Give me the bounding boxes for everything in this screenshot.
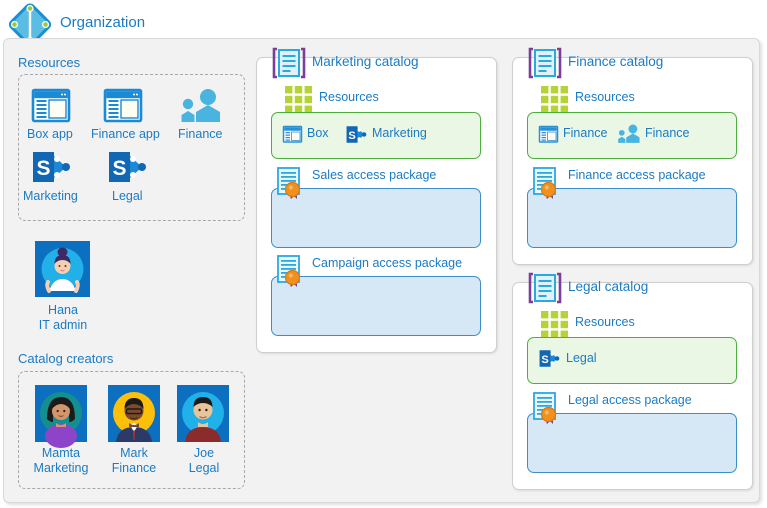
- svg-text:S: S: [541, 354, 548, 366]
- catalog-resource-label[interactable]: Legal: [566, 351, 597, 365]
- creator-name: Mark: [120, 446, 148, 460]
- catalog-resource-label[interactable]: Finance: [645, 126, 690, 140]
- access-package-icon: [531, 167, 561, 208]
- access-package-title: Sales access package: [312, 168, 437, 182]
- access-package-body[interactable]: [527, 413, 737, 473]
- green-grid-icon: [541, 311, 568, 343]
- access-package-title: Legal access package: [568, 393, 692, 407]
- access-package-icon: [531, 392, 561, 433]
- app-window-icon: [538, 125, 559, 148]
- admin-name: Hana: [48, 303, 78, 317]
- catalog-resources-label: Resources: [575, 315, 635, 329]
- resource-legal-sharepoint[interactable]: S: [108, 150, 148, 189]
- catalog-resources-area: [527, 337, 737, 384]
- group-people-icon: [617, 124, 641, 149]
- access-package-icon: [275, 167, 305, 208]
- avatar-mamta[interactable]: [35, 385, 87, 448]
- resource-label: Finance app: [91, 127, 160, 141]
- creator-team: Marketing: [33, 461, 89, 475]
- avatar-joe[interactable]: [177, 385, 229, 442]
- catalog-icon: [528, 46, 562, 85]
- access-package-title: Finance access package: [568, 168, 706, 182]
- avatar-mark[interactable]: [108, 385, 160, 442]
- access-package-title: Campaign access package: [312, 256, 463, 270]
- catalog-creators-group: [18, 371, 245, 489]
- svg-text:S: S: [36, 157, 50, 180]
- green-grid-icon: [285, 86, 312, 118]
- catalog-resource-label[interactable]: Finance: [563, 126, 608, 140]
- page-title: Organization: [60, 14, 146, 31]
- resource-finance-group[interactable]: [180, 88, 222, 129]
- sharepoint-icon: S: [346, 125, 368, 149]
- catalog-resources-label: Resources: [575, 90, 635, 104]
- sharepoint-icon: S: [108, 152, 148, 188]
- creator-name: Mamta: [41, 446, 81, 460]
- svg-text:S: S: [112, 157, 126, 180]
- avatar-hana[interactable]: [35, 241, 90, 297]
- svg-text:S: S: [348, 130, 355, 142]
- app-window-icon: [31, 88, 71, 128]
- resource-finance-app[interactable]: [103, 88, 143, 129]
- catalog-title: Marketing catalog: [312, 54, 419, 69]
- catalog-resource-label[interactable]: Box: [307, 126, 329, 140]
- resource-marketing-sharepoint[interactable]: S: [32, 150, 72, 189]
- resource-label: Marketing: [23, 189, 78, 203]
- app-window-icon: [282, 125, 303, 148]
- creator-name: Joe: [193, 446, 215, 460]
- resource-label: Legal: [112, 189, 143, 203]
- catalog-icon: [528, 271, 562, 310]
- catalog-icon: [272, 46, 306, 85]
- app-window-icon: [103, 88, 143, 128]
- azure-active-directory-icon: [6, 2, 54, 47]
- sharepoint-icon: S: [539, 349, 561, 373]
- resource-label: Box app: [27, 127, 73, 141]
- creator-team: Legal: [188, 461, 220, 475]
- group-people-icon: [180, 89, 222, 128]
- resource-label: Finance: [178, 127, 223, 141]
- green-grid-icon: [541, 86, 568, 118]
- catalog-title: Finance catalog: [568, 54, 664, 69]
- sharepoint-icon: S: [32, 152, 72, 188]
- catalog-creators-heading: Catalog creators: [18, 351, 114, 366]
- access-package-body[interactable]: [527, 188, 737, 248]
- access-package-icon: [275, 255, 305, 296]
- catalog-resource-label[interactable]: Marketing: [372, 126, 427, 140]
- creator-team: Finance: [111, 461, 157, 475]
- resource-box-app[interactable]: [31, 88, 71, 129]
- admin-role: IT admin: [38, 318, 88, 332]
- access-package-body[interactable]: [271, 188, 481, 248]
- org-resources-heading: Resources: [18, 55, 81, 70]
- catalog-resources-area: [271, 112, 481, 159]
- access-package-body[interactable]: [271, 276, 481, 336]
- catalog-title: Legal catalog: [568, 279, 649, 294]
- org-resources-group: [18, 74, 245, 221]
- catalog-resources-label: Resources: [319, 90, 379, 104]
